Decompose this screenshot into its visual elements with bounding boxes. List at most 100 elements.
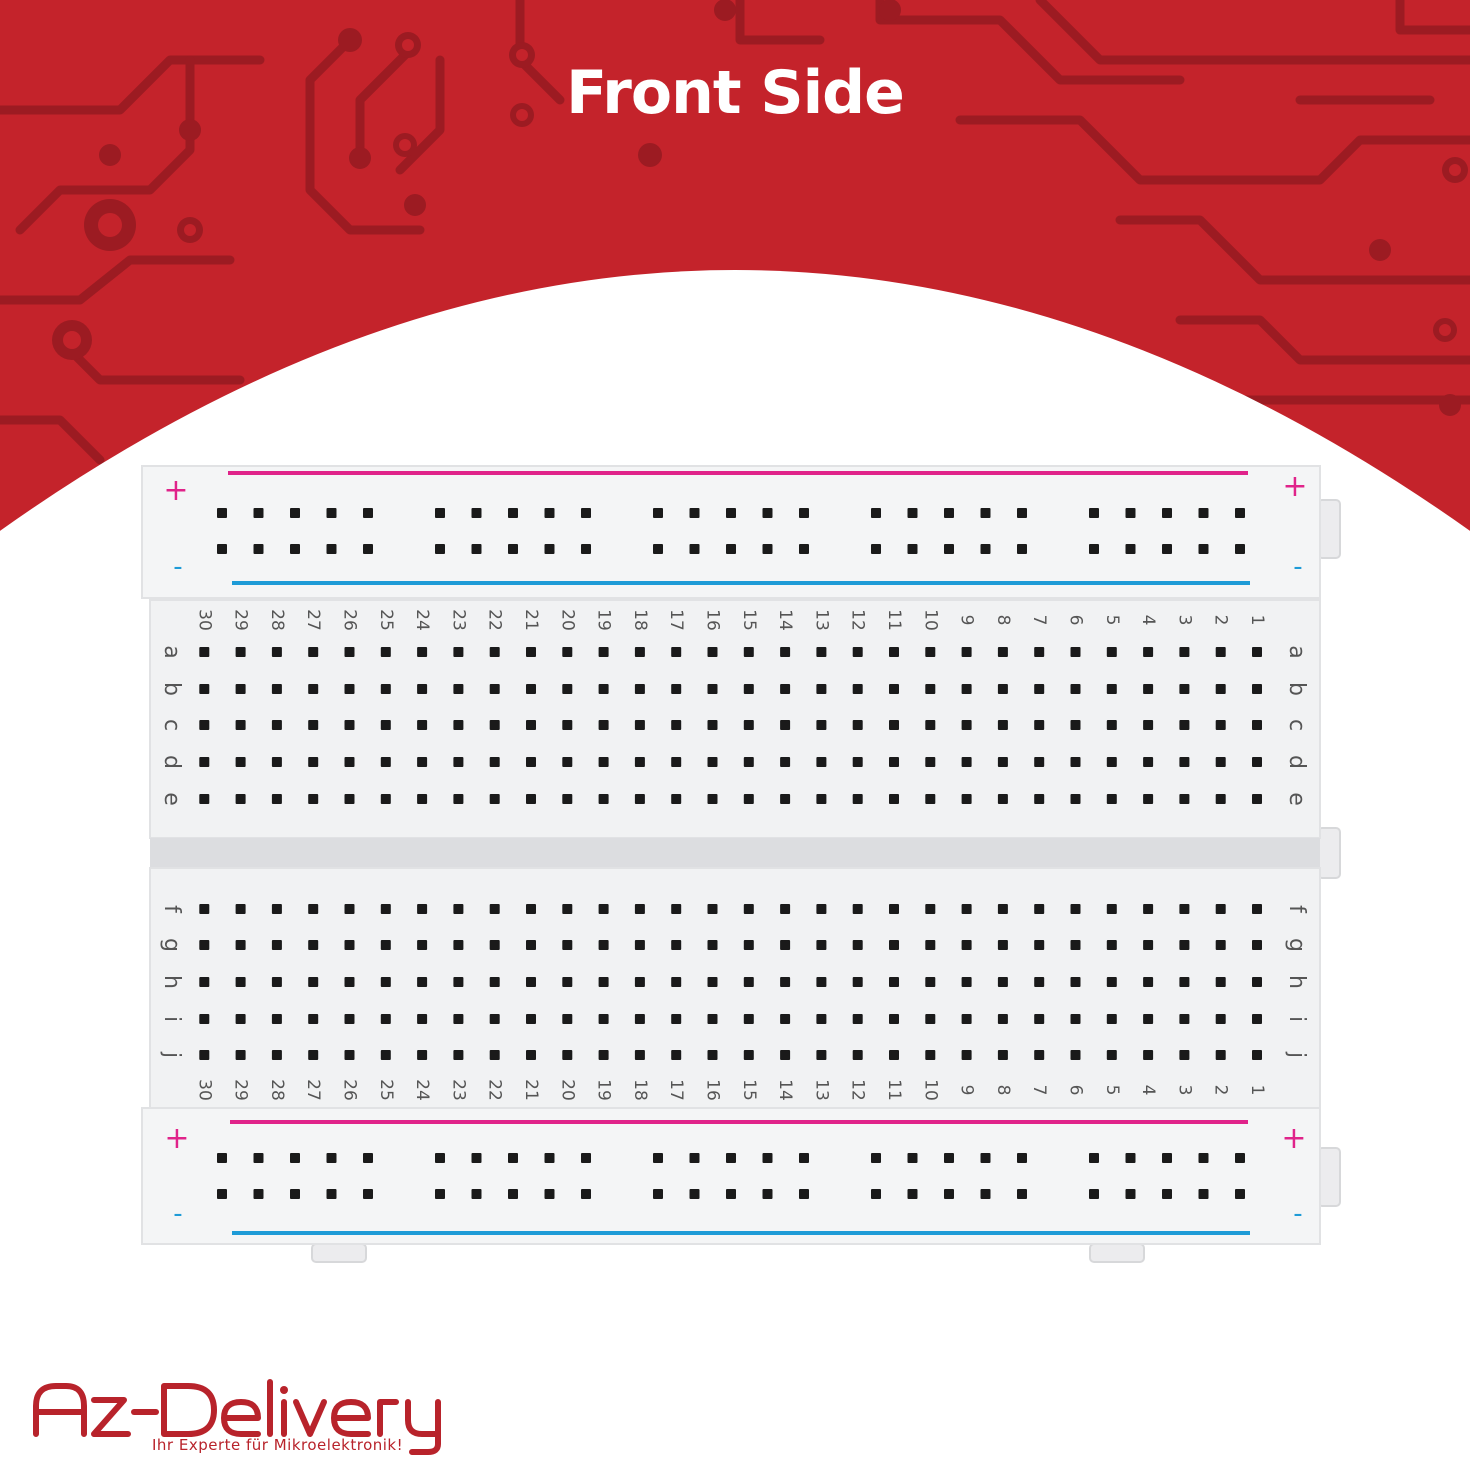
terminal-hole[interactable] — [199, 940, 210, 950]
terminal-hole[interactable] — [453, 647, 464, 657]
terminal-hole[interactable] — [707, 647, 718, 657]
rail-hole[interactable] — [1125, 508, 1136, 518]
rail-hole[interactable] — [653, 508, 663, 518]
terminal-hole[interactable] — [961, 757, 972, 767]
terminal-hole[interactable] — [743, 940, 754, 950]
terminal-hole[interactable] — [199, 720, 210, 730]
terminal-hole[interactable] — [1252, 940, 1262, 950]
rail-hole[interactable] — [871, 1189, 881, 1199]
terminal-hole[interactable] — [743, 904, 754, 914]
terminal-hole[interactable] — [816, 1050, 827, 1060]
terminal-hole[interactable] — [453, 904, 464, 914]
terminal-hole[interactable] — [489, 794, 500, 804]
terminal-hole[interactable] — [925, 977, 936, 987]
terminal-hole[interactable] — [417, 757, 428, 767]
terminal-hole[interactable] — [526, 1014, 536, 1024]
terminal-hole[interactable] — [743, 1050, 754, 1060]
rail-hole[interactable] — [762, 1189, 773, 1199]
terminal-hole[interactable] — [489, 647, 500, 657]
terminal-hole[interactable] — [1215, 904, 1226, 914]
terminal-hole[interactable] — [671, 720, 682, 730]
terminal-hole[interactable] — [961, 794, 972, 804]
terminal-hole[interactable] — [743, 720, 754, 730]
terminal-hole[interactable] — [199, 757, 210, 767]
terminal-hole[interactable] — [1252, 757, 1262, 767]
terminal-hole[interactable] — [780, 720, 791, 730]
terminal-hole[interactable] — [671, 684, 682, 694]
terminal-hole[interactable] — [743, 684, 754, 694]
terminal-hole[interactable] — [598, 1050, 609, 1060]
terminal-hole[interactable] — [344, 757, 355, 767]
terminal-hole[interactable] — [489, 720, 500, 730]
terminal-hole[interactable] — [671, 647, 682, 657]
terminal-hole[interactable] — [526, 757, 536, 767]
terminal-hole[interactable] — [743, 647, 754, 657]
rail-hole[interactable] — [363, 544, 373, 554]
terminal-hole[interactable] — [1179, 940, 1190, 950]
terminal-hole[interactable] — [1106, 1050, 1117, 1060]
terminal-hole[interactable] — [562, 1014, 573, 1024]
terminal-hole[interactable] — [1252, 794, 1262, 804]
rail-hole[interactable] — [1089, 544, 1099, 554]
terminal-hole[interactable] — [1179, 1014, 1190, 1024]
rail-hole[interactable] — [799, 1153, 809, 1163]
terminal-hole[interactable] — [1252, 647, 1262, 657]
terminal-hole[interactable] — [526, 1050, 536, 1060]
terminal-hole[interactable] — [562, 1050, 573, 1060]
rail-hole[interactable] — [726, 508, 736, 518]
rail-hole[interactable] — [253, 508, 264, 518]
rail-hole[interactable] — [1125, 1153, 1136, 1163]
terminal-hole[interactable] — [1070, 1014, 1081, 1024]
terminal-hole[interactable] — [453, 1050, 464, 1060]
terminal-hole[interactable] — [1106, 940, 1117, 950]
terminal-hole[interactable] — [671, 1050, 682, 1060]
terminal-hole[interactable] — [780, 684, 791, 694]
terminal-hole[interactable] — [380, 794, 391, 804]
terminal-hole[interactable] — [707, 1014, 718, 1024]
terminal-hole[interactable] — [308, 720, 319, 730]
terminal-hole[interactable] — [1143, 647, 1154, 657]
rail-hole[interactable] — [471, 1153, 482, 1163]
rail-hole[interactable] — [944, 508, 954, 518]
rail-hole[interactable] — [508, 508, 518, 518]
terminal-hole[interactable] — [852, 977, 863, 987]
rail-hole[interactable] — [581, 1153, 591, 1163]
terminal-hole[interactable] — [1070, 1050, 1081, 1060]
terminal-hole[interactable] — [852, 647, 863, 657]
terminal-hole[interactable] — [671, 757, 682, 767]
terminal-hole[interactable] — [271, 1014, 282, 1024]
terminal-hole[interactable] — [634, 1050, 645, 1060]
terminal-hole[interactable] — [380, 757, 391, 767]
terminal-hole[interactable] — [997, 904, 1008, 914]
rail-hole[interactable] — [217, 544, 227, 554]
terminal-hole[interactable] — [271, 1050, 282, 1060]
terminal-hole[interactable] — [816, 720, 827, 730]
rail-hole[interactable] — [726, 1189, 736, 1199]
terminal-hole[interactable] — [889, 1050, 899, 1060]
terminal-hole[interactable] — [707, 720, 718, 730]
terminal-hole[interactable] — [1252, 720, 1262, 730]
terminal-hole[interactable] — [780, 1050, 791, 1060]
terminal-hole[interactable] — [489, 977, 500, 987]
terminal-hole[interactable] — [453, 794, 464, 804]
rail-hole[interactable] — [253, 544, 264, 554]
terminal-hole[interactable] — [598, 794, 609, 804]
rail-hole[interactable] — [326, 1153, 337, 1163]
terminal-hole[interactable] — [925, 1050, 936, 1060]
terminal-hole[interactable] — [707, 1050, 718, 1060]
rail-hole[interactable] — [326, 508, 337, 518]
terminal-hole[interactable] — [852, 1014, 863, 1024]
rail-hole[interactable] — [471, 1189, 482, 1199]
terminal-hole[interactable] — [852, 940, 863, 950]
terminal-hole[interactable] — [344, 684, 355, 694]
terminal-hole[interactable] — [417, 720, 428, 730]
terminal-hole[interactable] — [1106, 977, 1117, 987]
terminal-hole[interactable] — [997, 940, 1008, 950]
terminal-hole[interactable] — [1179, 794, 1190, 804]
terminal-hole[interactable] — [489, 904, 500, 914]
rail-hole[interactable] — [1089, 508, 1099, 518]
rail-hole[interactable] — [435, 1189, 445, 1199]
terminal-hole[interactable] — [417, 940, 428, 950]
terminal-hole[interactable] — [489, 1014, 500, 1024]
terminal-hole[interactable] — [308, 940, 319, 950]
